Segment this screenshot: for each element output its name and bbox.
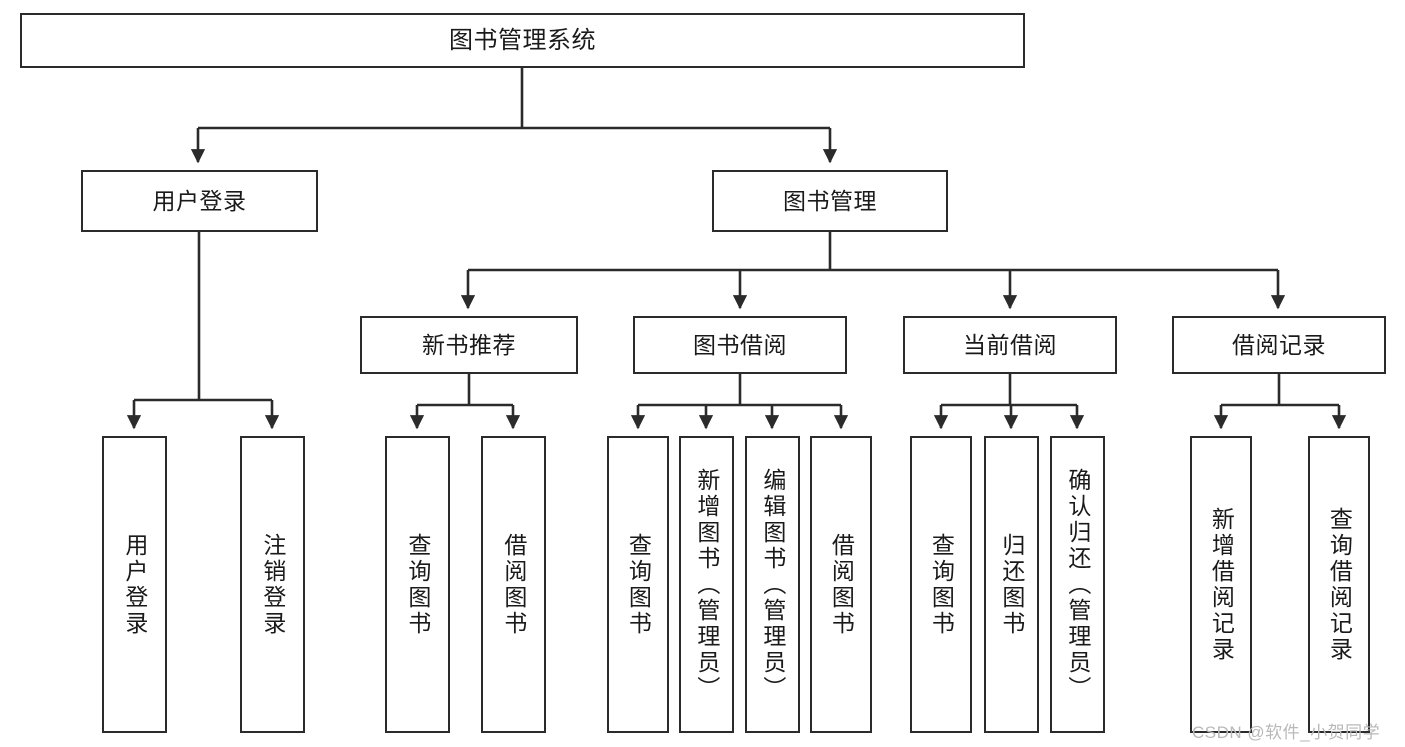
node-user-login-label: 用户登录 [152, 187, 247, 214]
node-new-book-recommend[interactable]: 新书推荐 [360, 316, 578, 374]
node-leaf-return-book-label: 归还图书 [998, 532, 1025, 637]
node-leaf-query-book-3[interactable]: 查询图书 [910, 436, 972, 733]
node-leaf-user-login[interactable]: 用户登录 [102, 436, 167, 733]
csdn-watermark: CSDN @软件_小贺同学 [1192, 723, 1381, 742]
node-leaf-borrow-book-1[interactable]: 借阅图书 [481, 436, 546, 733]
node-leaf-query-record-label: 查询借阅记录 [1326, 506, 1353, 663]
node-leaf-borrow-book-2[interactable]: 借阅图书 [810, 436, 872, 733]
node-leaf-logout-label: 注销登录 [259, 532, 286, 637]
node-leaf-confirm-return-label: 确认归还（管理员） [1064, 467, 1091, 702]
node-leaf-query-book-1[interactable]: 查询图书 [385, 436, 450, 733]
node-current-borrow-label: 当前借阅 [963, 331, 1057, 358]
node-root-label: 图书管理系统 [449, 26, 596, 54]
node-book-borrow[interactable]: 图书借阅 [633, 316, 847, 374]
node-leaf-borrow-book-1-label: 借阅图书 [500, 532, 527, 637]
node-new-book-recommend-label: 新书推荐 [422, 331, 516, 358]
node-leaf-query-book-1-label: 查询图书 [404, 532, 431, 637]
node-leaf-confirm-return[interactable]: 确认归还（管理员） [1050, 436, 1105, 733]
node-leaf-query-book-3-label: 查询图书 [928, 532, 955, 637]
node-book-manage-label: 图书管理 [783, 187, 877, 214]
node-root[interactable]: 图书管理系统 [20, 13, 1025, 68]
node-leaf-logout[interactable]: 注销登录 [240, 436, 305, 733]
node-leaf-add-record[interactable]: 新增借阅记录 [1190, 436, 1252, 733]
node-book-borrow-label: 图书借阅 [693, 331, 787, 358]
node-leaf-query-record[interactable]: 查询借阅记录 [1308, 436, 1370, 733]
node-leaf-add-record-label: 新增借阅记录 [1208, 506, 1235, 663]
node-user-login[interactable]: 用户登录 [81, 170, 318, 232]
node-leaf-user-login-label: 用户登录 [121, 532, 148, 637]
node-leaf-add-book[interactable]: 新增图书（管理员） [679, 436, 734, 733]
node-leaf-return-book[interactable]: 归还图书 [984, 436, 1039, 733]
node-borrow-record-label: 借阅记录 [1232, 331, 1326, 358]
node-leaf-query-book-2-label: 查询图书 [625, 532, 652, 637]
node-leaf-add-book-label: 新增图书（管理员） [693, 467, 720, 702]
node-leaf-query-book-2[interactable]: 查询图书 [607, 436, 669, 733]
node-leaf-edit-book-label: 编辑图书（管理员） [759, 467, 786, 702]
node-leaf-borrow-book-2-label: 借阅图书 [828, 532, 855, 637]
node-borrow-record[interactable]: 借阅记录 [1172, 316, 1386, 374]
node-leaf-edit-book[interactable]: 编辑图书（管理员） [745, 436, 800, 733]
node-current-borrow[interactable]: 当前借阅 [903, 316, 1117, 374]
node-book-manage[interactable]: 图书管理 [712, 170, 948, 232]
